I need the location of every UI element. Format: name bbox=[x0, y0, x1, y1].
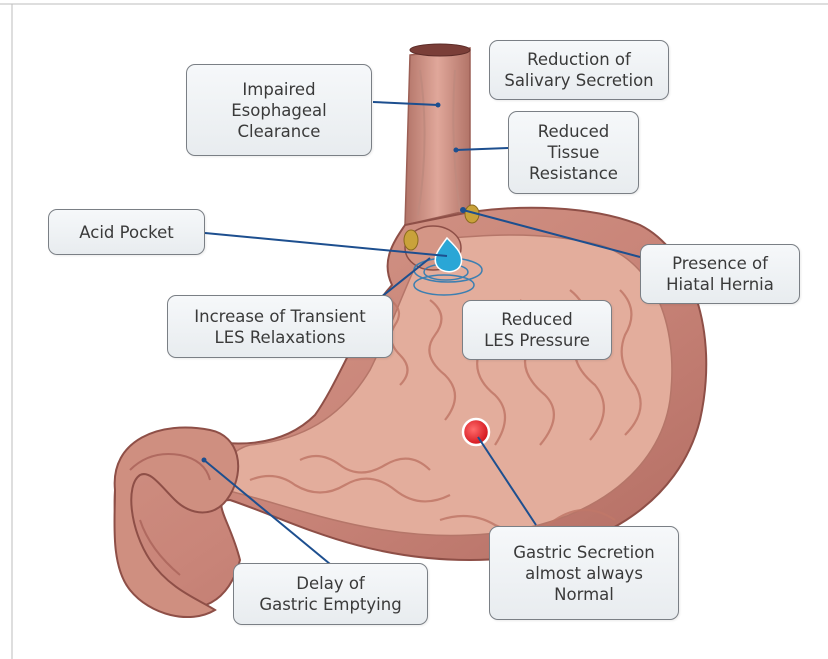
esophagus bbox=[405, 44, 470, 225]
label-hiatal-hernia: Presence of Hiatal Hernia bbox=[640, 244, 800, 304]
label-impaired-esophageal-clearance: Impaired Esophageal Clearance bbox=[186, 64, 372, 156]
label-tissue-resistance: Reduced Tissue Resistance bbox=[508, 111, 639, 194]
label-acid-pocket: Acid Pocket bbox=[48, 209, 205, 255]
label-gastric-emptying: Delay of Gastric Emptying bbox=[233, 563, 428, 625]
gastric-secretion-marker bbox=[463, 419, 489, 445]
label-les-pressure: Reduced LES Pressure bbox=[462, 300, 612, 360]
label-salivary-secretion: Reduction of Salivary Secretion bbox=[489, 40, 669, 100]
label-gastric-secretion-normal: Gastric Secretion almost always Normal bbox=[489, 526, 679, 620]
label-transient-les-relaxations: Increase of Transient LES Relaxations bbox=[167, 295, 393, 358]
